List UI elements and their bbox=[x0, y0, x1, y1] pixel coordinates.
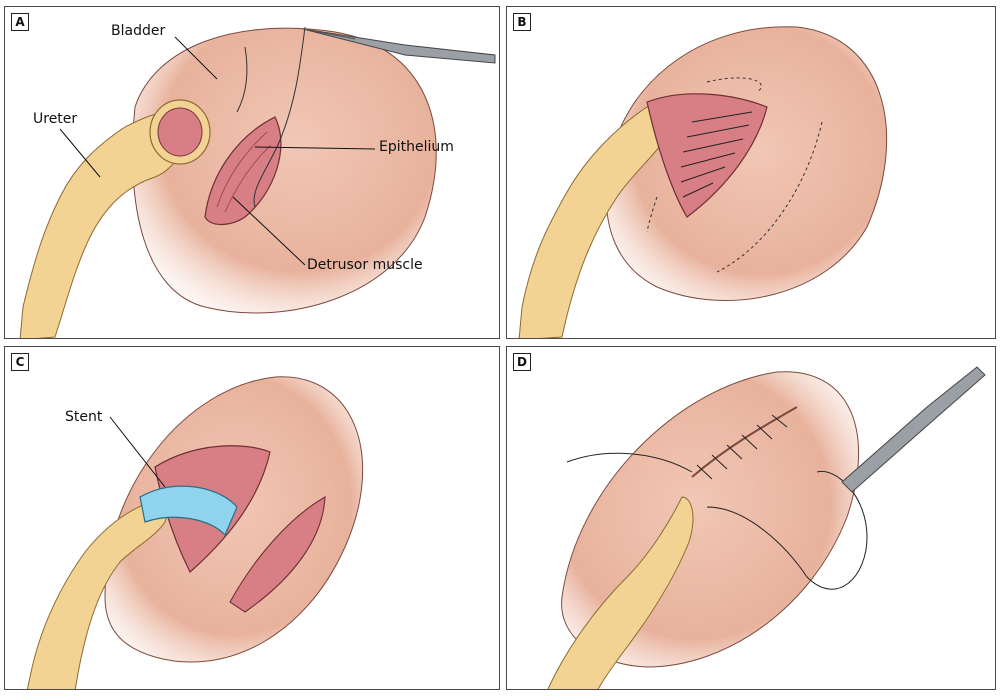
sutured-line bbox=[691, 406, 798, 478]
running-sutures bbox=[696, 414, 788, 480]
panel-d-illustration bbox=[547, 366, 986, 689]
bladder-label: Bladder bbox=[111, 23, 166, 39]
sutured-flap bbox=[646, 93, 768, 218]
ureter-label: Ureter bbox=[33, 111, 78, 127]
stent bbox=[139, 485, 238, 537]
dotted-incision-line-1 bbox=[706, 77, 762, 93]
panel-a-letter: A bbox=[11, 13, 29, 31]
dotted-incision-line-3 bbox=[646, 196, 658, 233]
interrupted-sutures bbox=[680, 111, 753, 198]
panel-d-letter: D bbox=[513, 353, 531, 371]
panel-c-letter: C bbox=[11, 353, 29, 371]
panel-c-illustration bbox=[26, 376, 364, 689]
panel-b-letter: B bbox=[513, 13, 531, 31]
panel-a-illustration bbox=[19, 26, 496, 338]
bladder-shape bbox=[132, 27, 437, 314]
dotted-incision-line-2 bbox=[716, 121, 823, 273]
suture-thread bbox=[566, 452, 693, 473]
incision bbox=[204, 116, 282, 226]
panel-b: B bbox=[506, 6, 996, 339]
bladder-shape bbox=[605, 26, 888, 301]
panel-a: A Bladder Ureter Epithelium Detrusor mus… bbox=[4, 6, 500, 339]
epithelium-label: Epithelium bbox=[379, 139, 454, 155]
needle-holder-instrument bbox=[841, 366, 986, 493]
needle-holder-instrument bbox=[302, 28, 496, 64]
second-incision bbox=[229, 496, 326, 613]
panel-c: C Stent bbox=[4, 346, 500, 690]
suture-thread bbox=[253, 26, 306, 208]
ureter-shape bbox=[547, 496, 694, 689]
stent-label: Stent bbox=[65, 409, 103, 425]
panel-d: D bbox=[506, 346, 996, 690]
detrusor-muscle-label: Detrusor muscle bbox=[307, 257, 423, 273]
panel-b-illustration bbox=[518, 26, 888, 338]
